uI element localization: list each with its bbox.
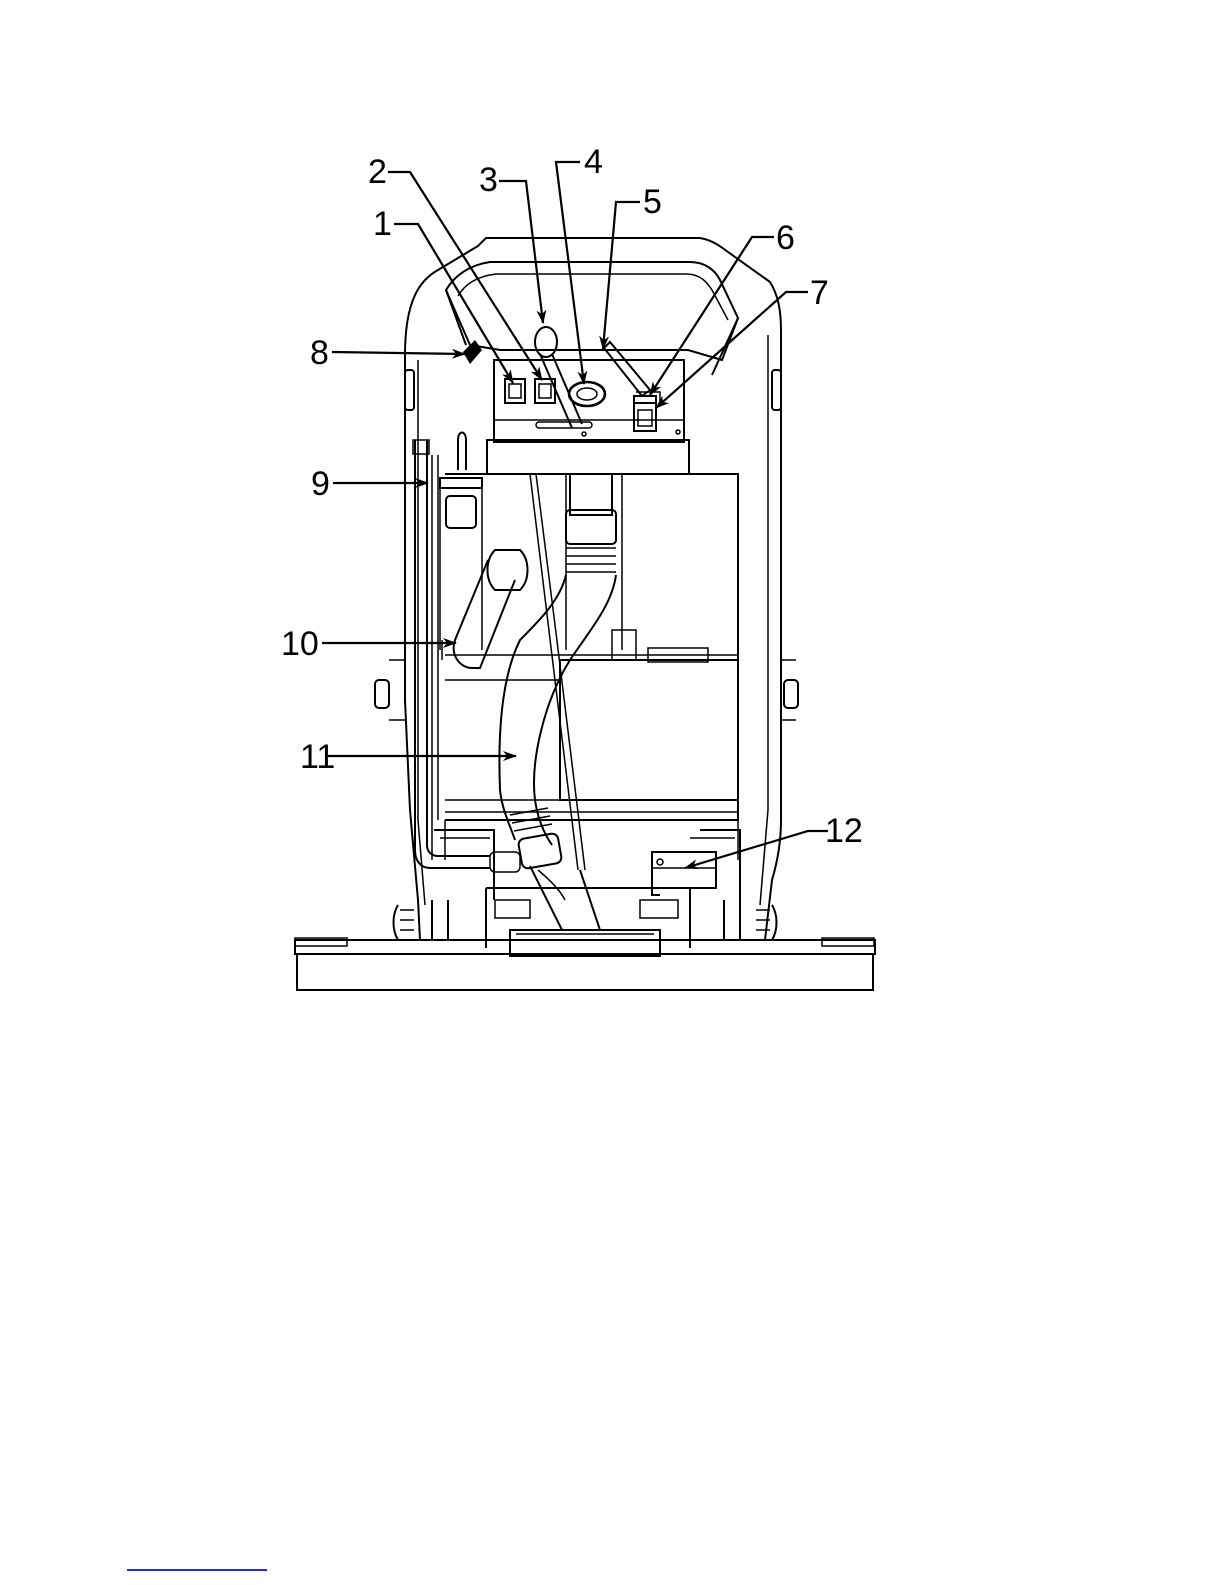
callout-number-12: 12 bbox=[825, 812, 863, 850]
squeegee-base bbox=[295, 938, 875, 990]
callout-number-10: 10 bbox=[281, 625, 319, 663]
callout-number-9: 9 bbox=[311, 465, 330, 503]
callout-number-5: 5 bbox=[643, 183, 662, 221]
callout-4: 4 bbox=[556, 143, 603, 384]
switch-1[interactable] bbox=[505, 379, 525, 403]
callout-1: 1 bbox=[373, 205, 513, 383]
callout-number-1: 1 bbox=[373, 205, 392, 243]
strainer bbox=[440, 433, 482, 651]
tank-area bbox=[445, 474, 738, 860]
switch-7[interactable] bbox=[634, 403, 656, 431]
callout-2: 2 bbox=[368, 153, 542, 380]
callout-10: 10 bbox=[281, 625, 456, 663]
lever-3[interactable] bbox=[535, 327, 582, 428]
dial-4[interactable] bbox=[569, 382, 605, 406]
callout-7: 7 bbox=[656, 274, 829, 408]
callout-number-4: 4 bbox=[584, 143, 603, 181]
callout-5: 5 bbox=[603, 183, 662, 349]
callout-number-8: 8 bbox=[310, 334, 329, 372]
footer-link-underline[interactable] bbox=[127, 1569, 267, 1571]
callout-3: 3 bbox=[479, 161, 543, 323]
cable bbox=[530, 474, 585, 870]
callout-number-2: 2 bbox=[368, 153, 387, 191]
callout-8: 8 bbox=[310, 334, 465, 372]
callout-number-6: 6 bbox=[776, 219, 795, 257]
callout-9: 9 bbox=[311, 465, 428, 503]
callout-number-3: 3 bbox=[479, 161, 498, 199]
bracket-12 bbox=[652, 852, 716, 895]
callout-6: 6 bbox=[650, 219, 795, 395]
seat-hood bbox=[446, 262, 738, 375]
callout-number-7: 7 bbox=[810, 274, 829, 312]
key-6[interactable] bbox=[634, 396, 656, 403]
lower-chassis bbox=[394, 830, 777, 956]
